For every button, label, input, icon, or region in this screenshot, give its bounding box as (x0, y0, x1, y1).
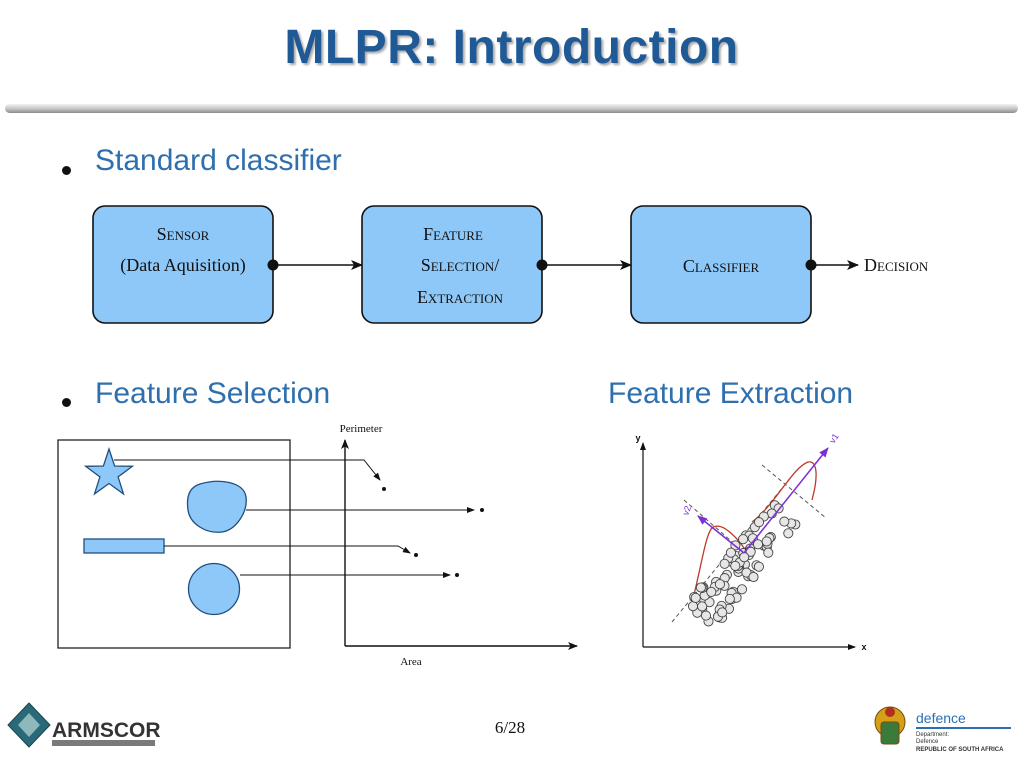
sensor-box-line-1: Sensor (157, 224, 210, 244)
page-number: 6/28 (494, 718, 526, 737)
scatter-point (695, 582, 706, 593)
scatter-point (753, 517, 765, 528)
scatter-point (700, 610, 712, 621)
armscor-logo: ARMSCOR (7, 702, 161, 748)
feature-selection-diagram: Perimeter Area (57, 423, 578, 668)
mapping-arrow-star (114, 459, 381, 481)
feature-point (480, 508, 484, 512)
scatter-point (736, 584, 748, 595)
feature-box-line-1: Feature (423, 224, 483, 244)
distribution-curve-v1 (751, 461, 817, 523)
scatter-point (763, 547, 774, 558)
scatter-point (714, 579, 725, 590)
defence-logo-line-2: Defence (916, 739, 939, 745)
decision-label: Decision (864, 255, 929, 275)
rectangle-shape (83, 538, 165, 554)
bullet-dot (62, 166, 71, 175)
object-frame (57, 439, 291, 649)
blob-shape (186, 480, 247, 533)
v2-label: v2 (680, 504, 693, 516)
armscor-logo-name: ARMSCOR (52, 719, 161, 742)
star-shape (83, 446, 135, 496)
scatter-point (745, 546, 756, 557)
defence-logo: defence Department: Defence REPUBLIC OF … (874, 706, 1011, 753)
feature-extraction-diagram: y x v1 v2 (635, 432, 866, 652)
defence-logo-line-3: REPUBLIC OF SOUTH AFRICA (916, 747, 1004, 753)
scatter-point (697, 601, 708, 612)
scatter-point (761, 536, 772, 547)
scatter-point (753, 561, 764, 572)
v1-label: v1 (827, 432, 841, 445)
feature-point (455, 573, 459, 577)
scatter-point (717, 607, 728, 618)
circle-shape (187, 562, 241, 616)
mapping-arrow-rectangle (164, 545, 411, 554)
scatter-point (748, 571, 759, 583)
defence-logo-line-1: Department: (916, 732, 949, 738)
sensor-box-line-2: (Data Aquisition) (120, 255, 245, 276)
v1-arrow (743, 447, 829, 554)
feature-point (414, 553, 418, 557)
scatter-point (687, 601, 699, 612)
scatter-point (724, 593, 735, 604)
scatter-point (725, 547, 736, 558)
feature-box-line-2: Selection/ (421, 255, 500, 275)
slide-title: MLPR: Introduction (284, 21, 739, 74)
scatter-point (730, 560, 741, 571)
feature-box-line-3: Extraction (417, 287, 504, 307)
scatter-point (690, 592, 701, 603)
y-axis-label: y (635, 433, 640, 443)
classifier-box-label: Classifier (683, 256, 760, 276)
title-divider (5, 104, 1018, 113)
bullet-feature-selection: Feature Selection (95, 377, 331, 410)
heading-feature-extraction: Feature Extraction (608, 377, 854, 410)
pipeline-diagram: Sensor (Data Aquisition) Feature Selecti… (92, 205, 929, 324)
feature-point (382, 487, 386, 491)
scatter-point (738, 534, 749, 545)
scatter-point (783, 528, 794, 539)
bullet-standard-classifier: Standard classifier (95, 144, 342, 177)
scatter-point (779, 516, 790, 527)
scatter-point (752, 539, 764, 550)
area-axis-label: Area (400, 656, 421, 668)
scatter-point (719, 558, 730, 569)
v2-arrow (697, 515, 745, 554)
perimeter-axis-label: Perimeter (340, 423, 383, 435)
scatter-point (706, 586, 717, 597)
x-axis-label: x (861, 642, 866, 652)
scatter-points (687, 500, 801, 627)
scatter-point (739, 552, 750, 563)
bullet-dot (62, 398, 71, 407)
defence-logo-name: defence (916, 710, 966, 726)
